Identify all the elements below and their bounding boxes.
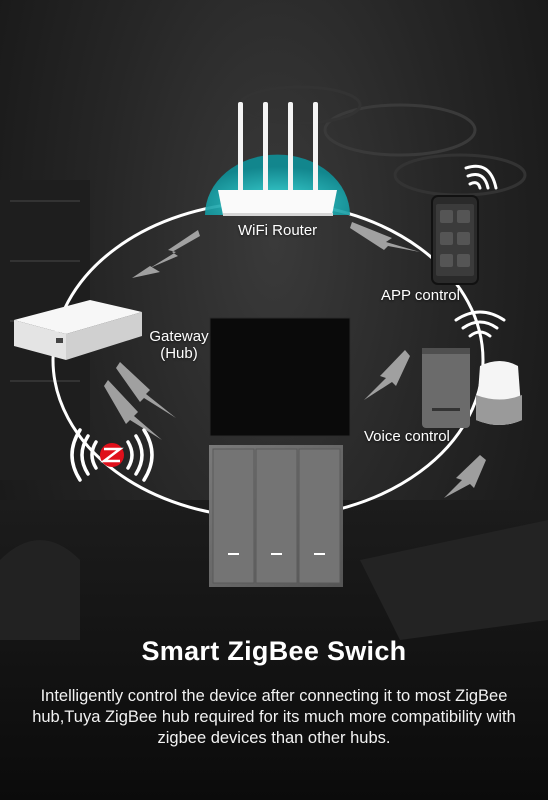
label-wifi-router: WiFi Router — [238, 222, 318, 239]
router-icon — [218, 102, 337, 216]
smartphone-icon — [431, 195, 479, 285]
zigbee-logo-icon — [70, 428, 154, 482]
label-app-control: APP control — [381, 287, 460, 304]
ceiling-light-ring — [323, 103, 477, 157]
tv-screen — [209, 317, 351, 437]
google-home-icon — [476, 361, 522, 425]
zigbee-gateway-icon — [14, 300, 142, 360]
label-voice-control: Voice control — [364, 428, 450, 445]
flow-arrows — [104, 222, 486, 498]
smart-speaker-icon — [422, 348, 470, 428]
three-gang-switch-icon — [209, 445, 343, 587]
label-gateway-text: Gateway(Hub) — [149, 328, 209, 362]
sofa — [360, 520, 548, 640]
wifi-signal-icon — [464, 164, 498, 190]
product-description: Intelligently control the device after c… — [32, 687, 516, 747]
label-gateway-hub: Gateway(Hub) — [143, 328, 215, 362]
wifi-signal-icon — [454, 310, 506, 338]
chair — [0, 540, 80, 640]
page-title: Smart ZigBee Swich — [141, 636, 407, 666]
